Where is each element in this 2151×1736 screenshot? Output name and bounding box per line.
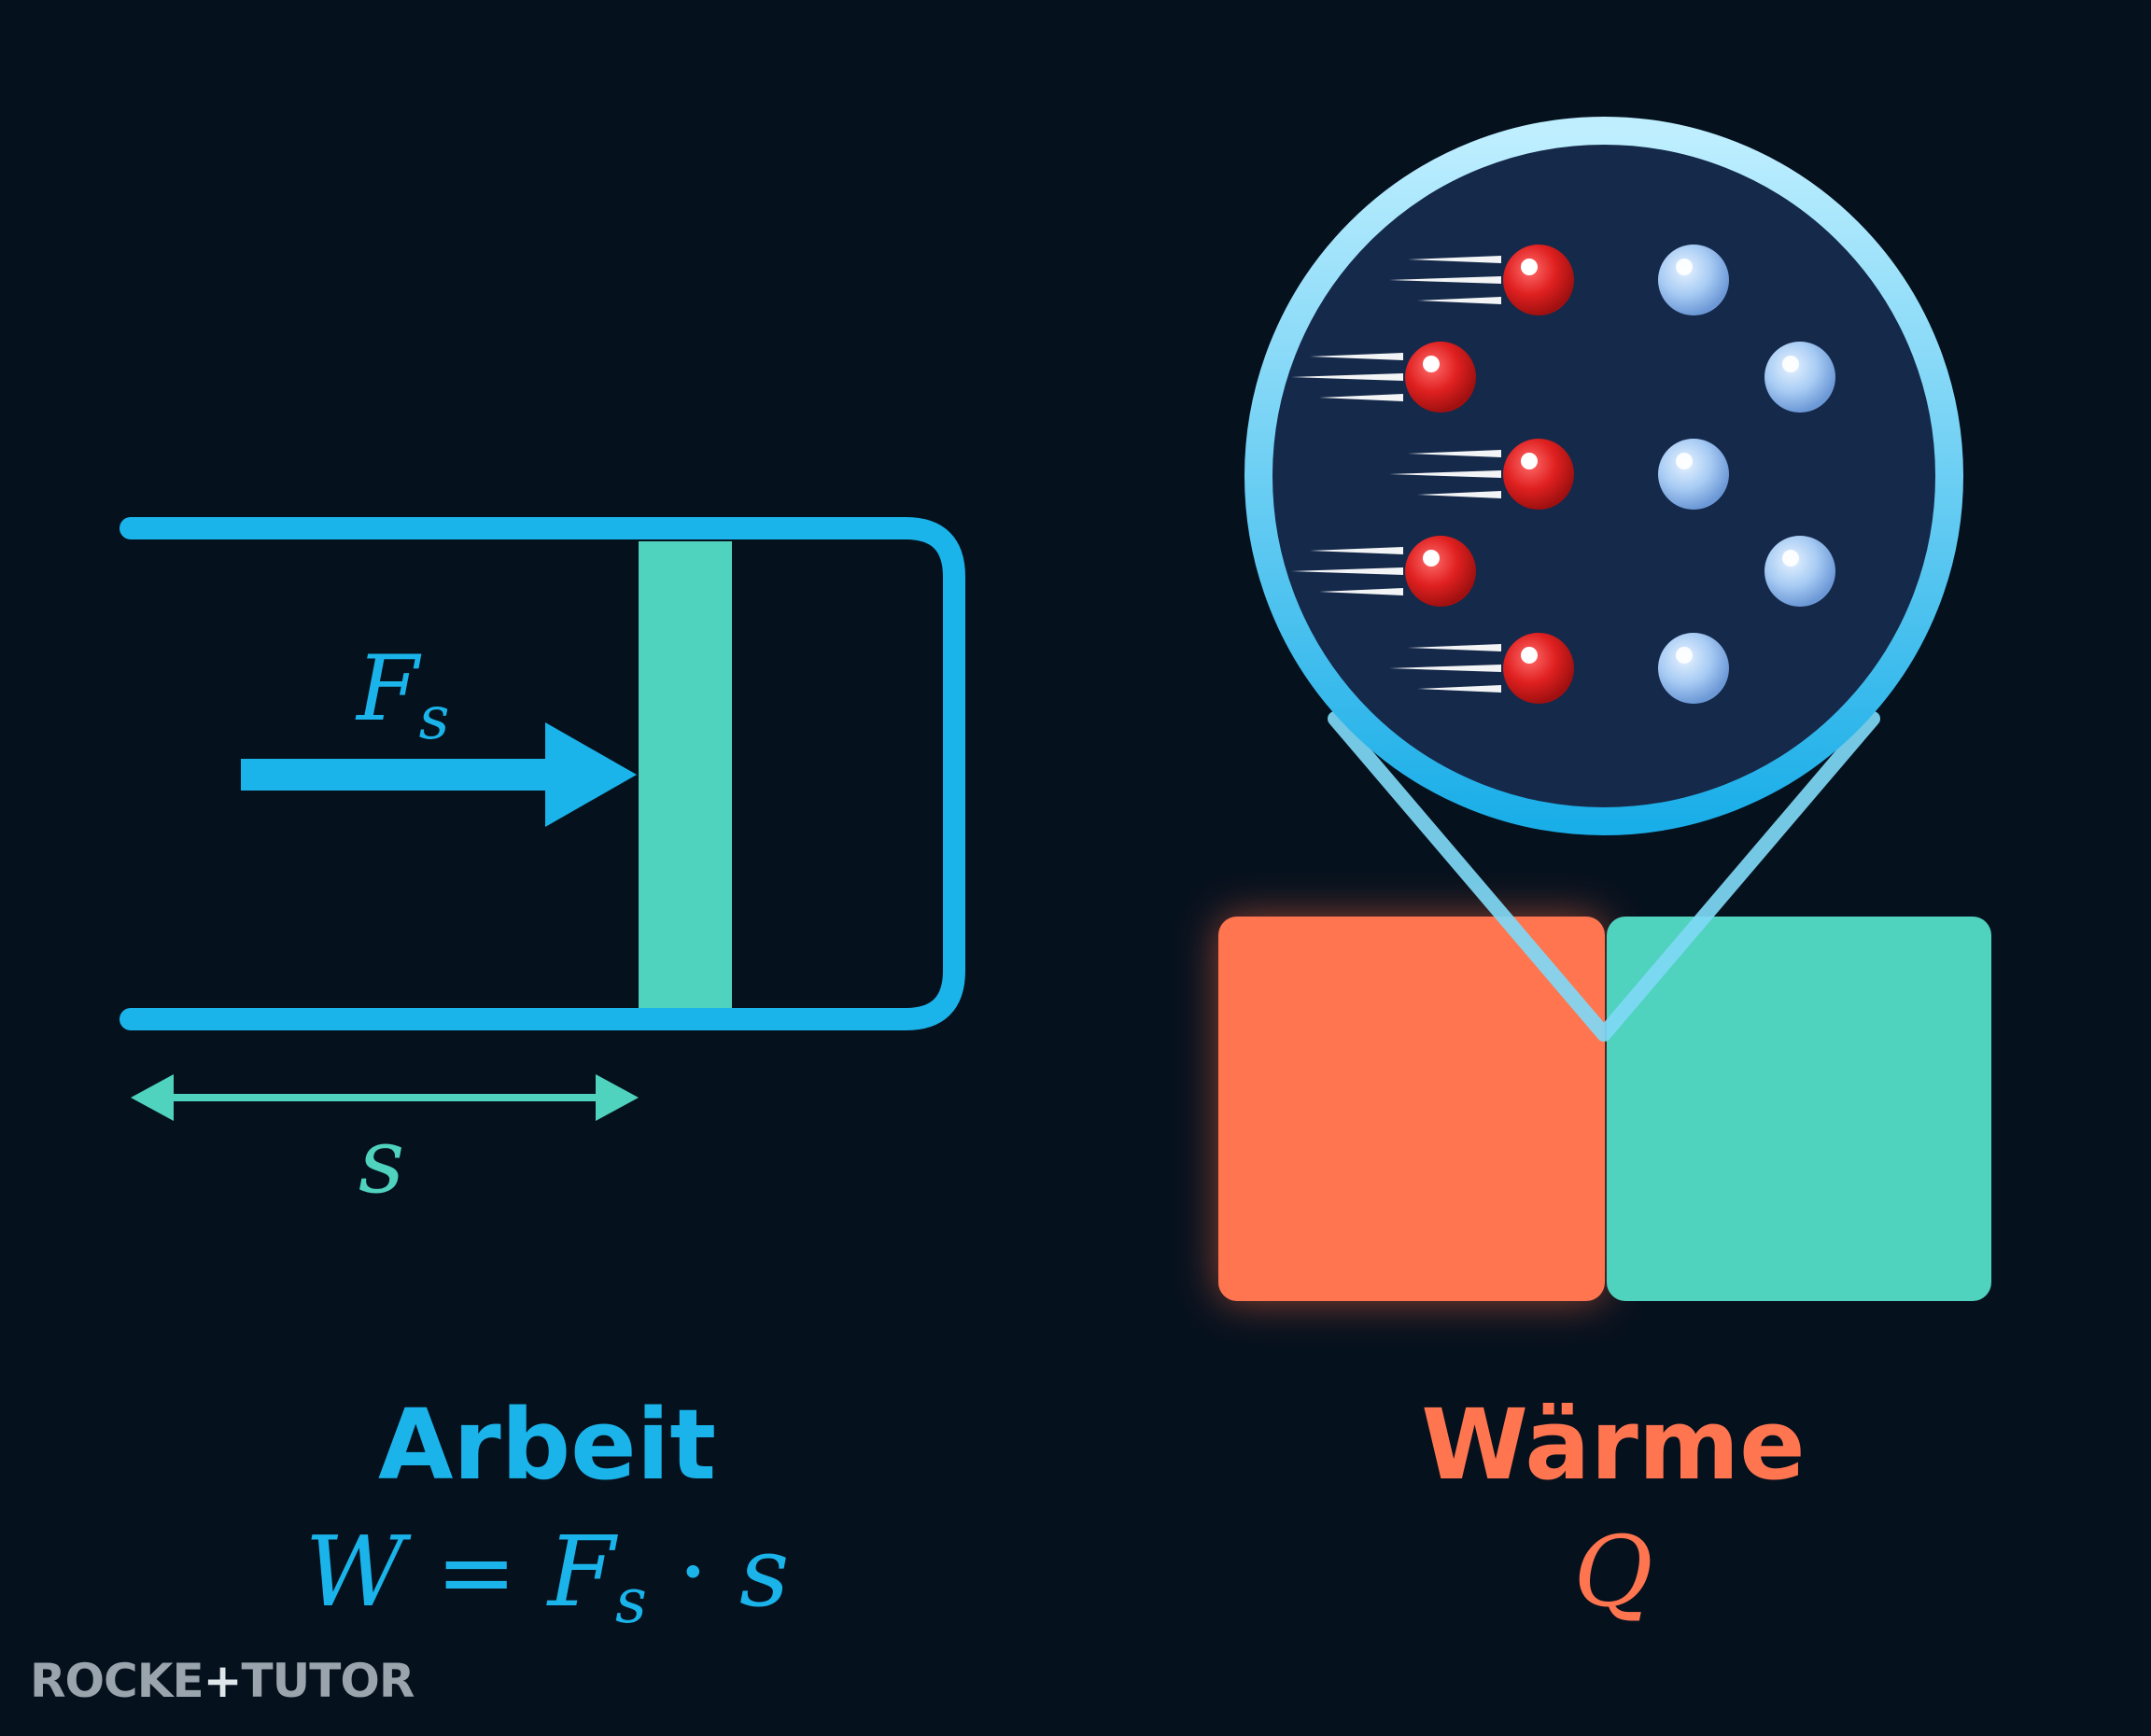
work-formula: W = Fs · s xyxy=(304,1515,790,1637)
distance-arrow xyxy=(131,1074,639,1121)
hot-particle xyxy=(1389,439,1574,510)
magnifier-lens xyxy=(1244,117,1963,835)
particles xyxy=(1291,245,1835,704)
hot-particle xyxy=(1291,536,1476,607)
cold-particle xyxy=(1658,633,1729,704)
cold-particle xyxy=(1764,342,1835,413)
heat-title: Wärme xyxy=(1421,1388,1806,1502)
hot-particle xyxy=(1389,633,1574,704)
heat-blocks xyxy=(1218,917,1991,1301)
hot-block xyxy=(1218,917,1605,1301)
cylinder-diagram xyxy=(120,517,965,1030)
hot-particle xyxy=(1389,245,1574,315)
magnifier xyxy=(1244,117,1963,1042)
work-title: Arbeit xyxy=(377,1388,717,1502)
cylinder-wall xyxy=(120,517,965,1030)
cold-particle xyxy=(1764,536,1835,607)
hot-particle xyxy=(1291,342,1476,413)
heat-symbol: Q xyxy=(1573,1515,1653,1629)
force-label: Fs xyxy=(357,637,450,753)
brand-logo: ROCKE+TUTOR xyxy=(30,1654,415,1708)
cold-block xyxy=(1607,917,1991,1301)
piston xyxy=(639,541,732,1008)
force-arrow xyxy=(241,722,637,827)
cold-particle xyxy=(1658,439,1729,510)
cold-particle xyxy=(1658,245,1729,315)
distance-label: s xyxy=(358,1109,405,1213)
